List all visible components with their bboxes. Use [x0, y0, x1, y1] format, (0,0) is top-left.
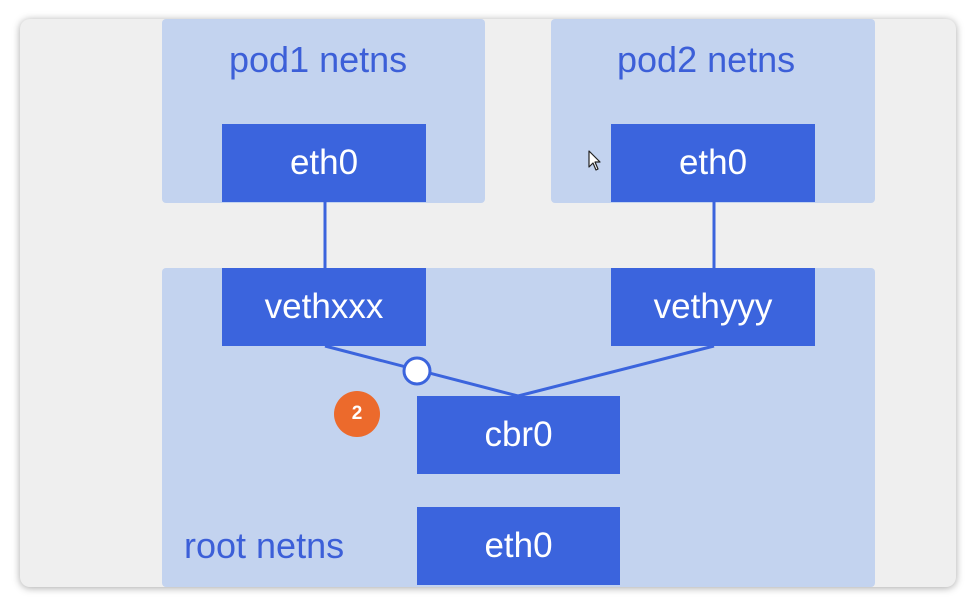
vethyyy-interface: vethyyy: [611, 268, 815, 346]
pod2-eth0-interface: eth0: [611, 124, 815, 202]
pod2-netns-label: pod2 netns: [617, 39, 796, 80]
mouse-cursor-icon: [588, 150, 601, 171]
step-badge: 2: [334, 391, 380, 437]
pod1-netns-label: pod1 netns: [229, 39, 408, 80]
cbr0-bridge: cbr0: [417, 396, 620, 474]
root-eth0-interface: eth0: [417, 507, 620, 585]
vethxxx-interface: vethxxx: [222, 268, 426, 346]
pod1-eth0-interface: eth0: [222, 124, 426, 202]
root-netns-label: root netns: [184, 525, 345, 566]
